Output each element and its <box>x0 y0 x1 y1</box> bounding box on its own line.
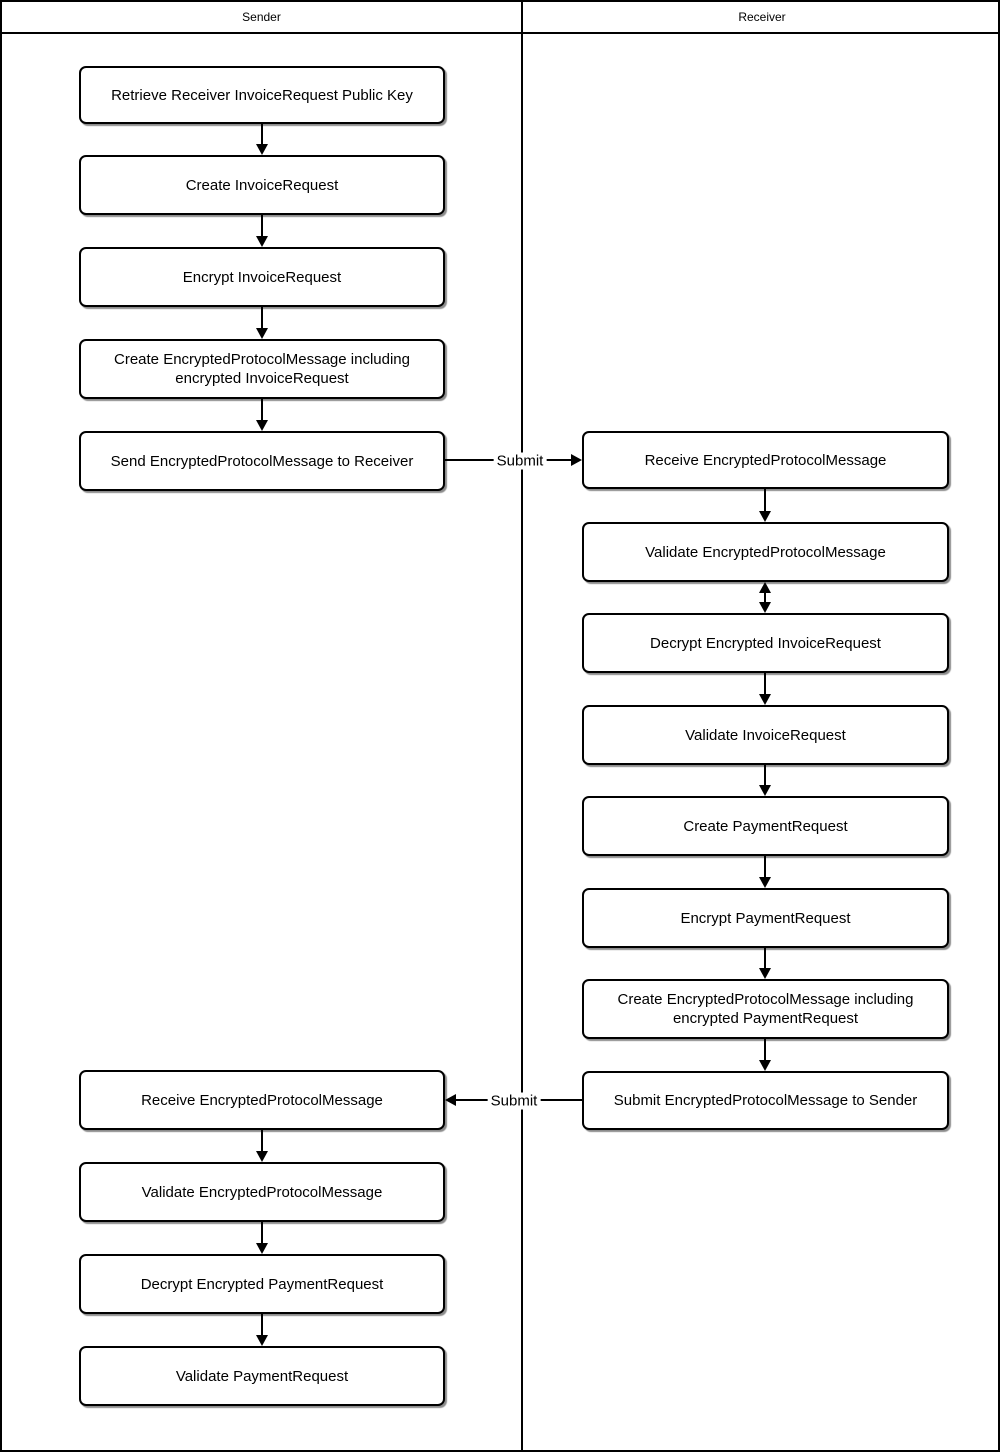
lane-header-receiver: Receiver <box>738 10 786 24</box>
node-sender-retrieve-public-key: Retrieve Receiver InvoiceRequest Public … <box>79 66 445 124</box>
node-receiver-create-encryptedprotocolmessage: Create EncryptedProtocolMessage includin… <box>582 979 949 1039</box>
node-sender-validate-encryptedprotocolmessage: Validate EncryptedProtocolMessage <box>79 1162 445 1222</box>
node-receiver-submit-encryptedprotocolmessage: Submit EncryptedProtocolMessage to Sende… <box>582 1071 949 1130</box>
arrow-down-icon <box>256 1130 268 1162</box>
node-receiver-encrypt-paymentrequest: Encrypt PaymentRequest <box>582 888 949 948</box>
arrow-down-icon <box>256 124 268 155</box>
arrow-double-vertical-icon <box>759 582 771 613</box>
node-sender-receive-encryptedprotocolmessage: Receive EncryptedProtocolMessage <box>79 1070 445 1130</box>
edge-label-submit-to-sender: Submit <box>487 1092 541 1110</box>
node-sender-create-encryptedprotocolmessage: Create EncryptedProtocolMessage includin… <box>79 339 445 399</box>
node-sender-decrypt-paymentrequest: Decrypt Encrypted PaymentRequest <box>79 1254 445 1314</box>
arrow-down-icon <box>256 399 268 431</box>
lane-divider <box>521 2 523 1450</box>
arrow-down-icon <box>759 856 771 888</box>
node-sender-encrypt-invoicerequest: Encrypt InvoiceRequest <box>79 247 445 307</box>
node-sender-create-invoicerequest: Create InvoiceRequest <box>79 155 445 215</box>
arrow-down-icon <box>759 1039 771 1071</box>
node-receiver-validate-encryptedprotocolmessage: Validate EncryptedProtocolMessage <box>582 522 949 582</box>
node-sender-validate-paymentrequest: Validate PaymentRequest <box>79 1346 445 1406</box>
lane-header-sender: Sender <box>242 10 281 24</box>
node-receiver-validate-invoicerequest: Validate InvoiceRequest <box>582 705 949 765</box>
arrow-down-icon <box>759 673 771 705</box>
arrow-down-icon <box>759 489 771 522</box>
arrow-down-icon <box>256 215 268 247</box>
node-receiver-create-paymentrequest: Create PaymentRequest <box>582 796 949 856</box>
arrow-down-icon <box>759 948 771 979</box>
edge-label-submit-to-receiver: Submit <box>493 452 547 470</box>
lane-header-line <box>2 32 998 34</box>
arrow-down-icon <box>256 1314 268 1346</box>
node-receiver-decrypt-invoicerequest: Decrypt Encrypted InvoiceRequest <box>582 613 949 673</box>
node-sender-send-encryptedprotocolmessage: Send EncryptedProtocolMessage to Receive… <box>79 431 445 491</box>
arrow-up-head-icon <box>759 582 771 593</box>
arrow-down-icon <box>256 307 268 339</box>
arrow-down-icon <box>256 1222 268 1254</box>
arrow-down-icon <box>759 765 771 796</box>
node-receiver-receive-encryptedprotocolmessage: Receive EncryptedProtocolMessage <box>582 431 949 489</box>
